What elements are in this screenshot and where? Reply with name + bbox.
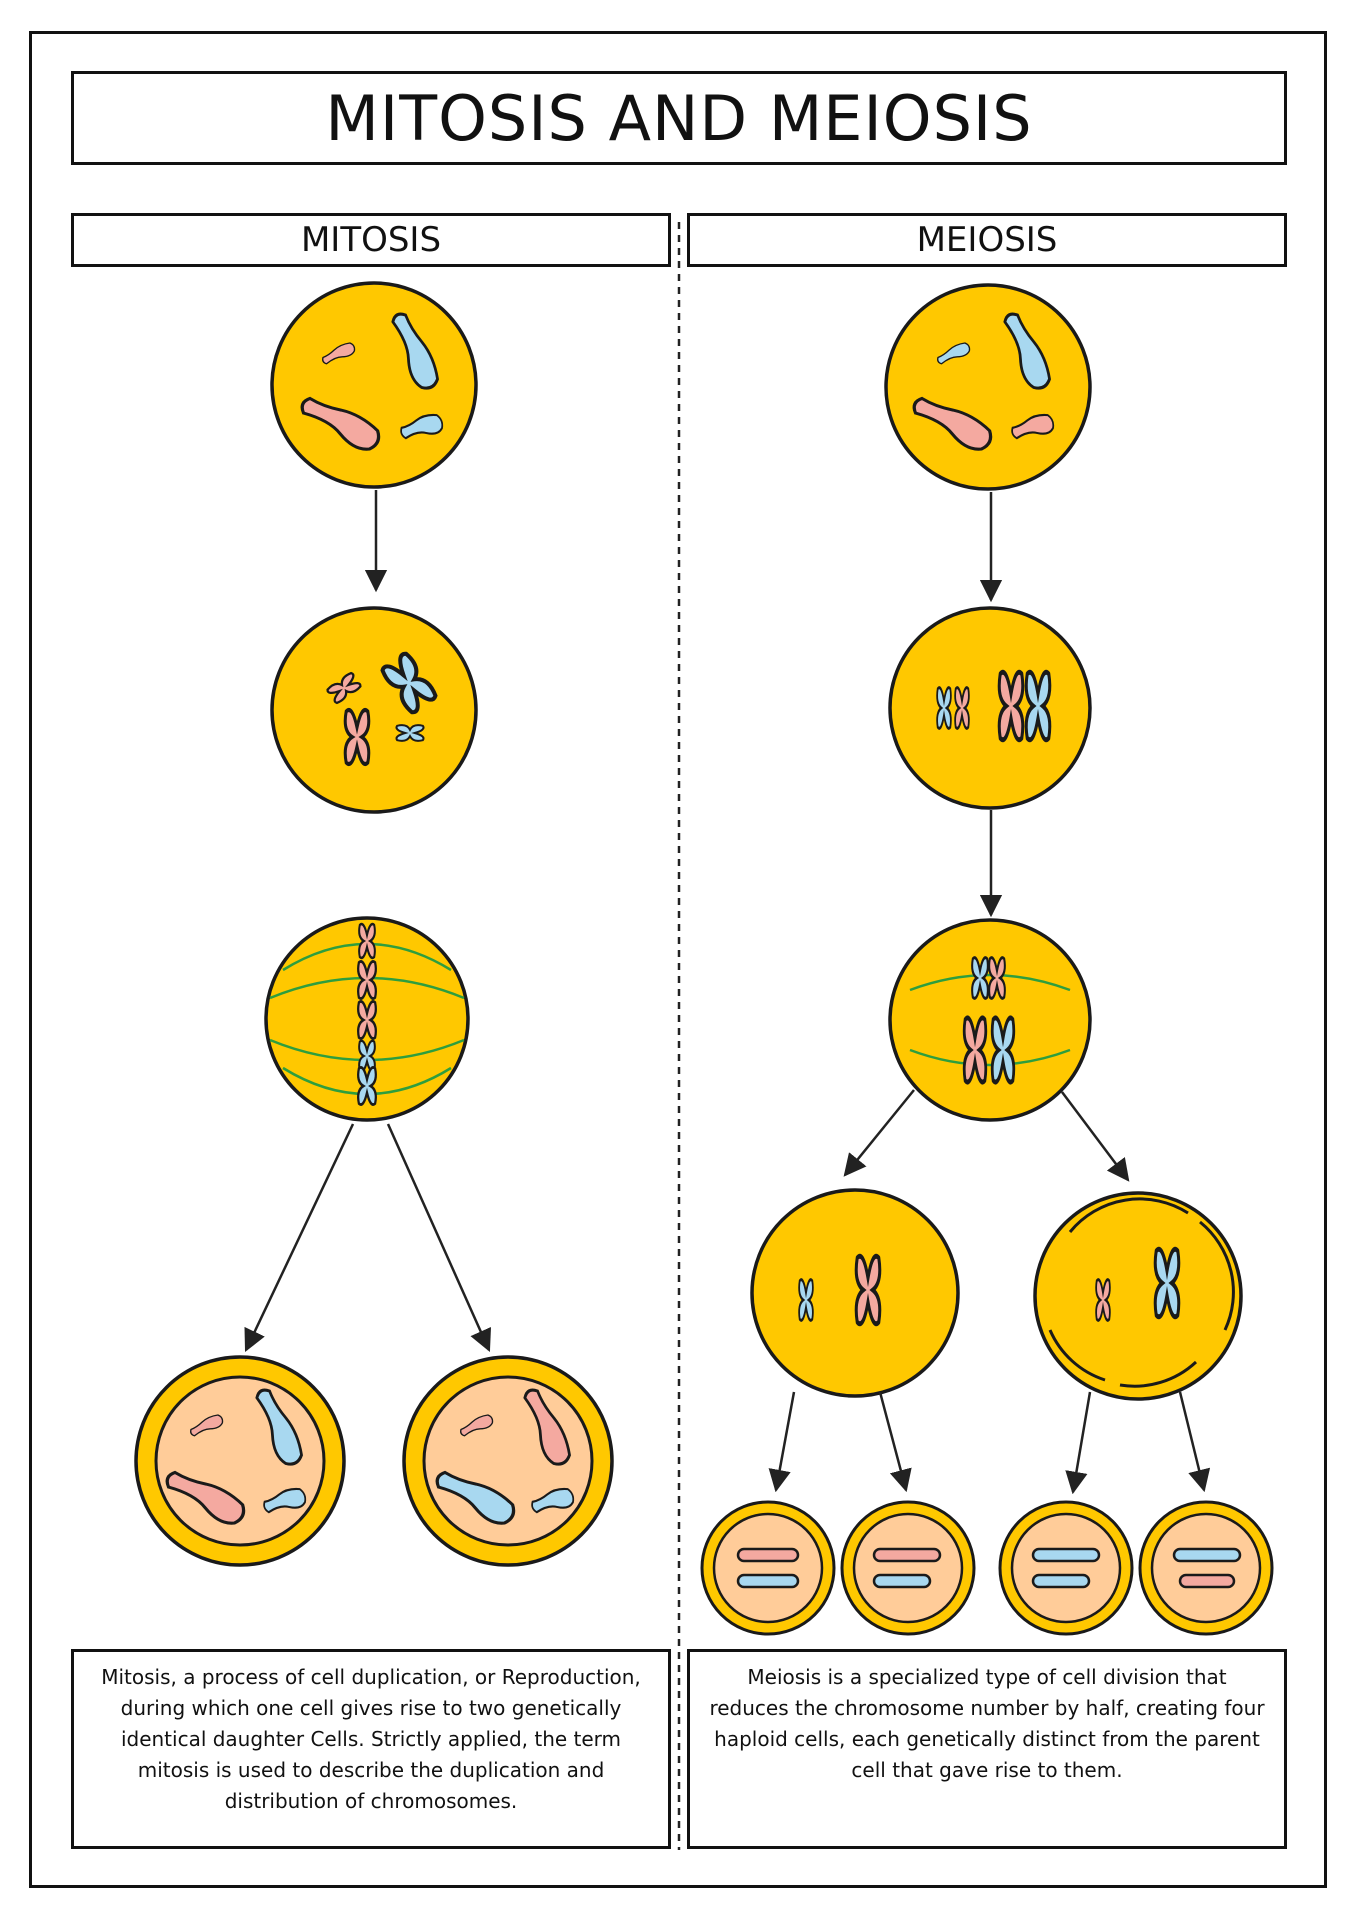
- mitosis-heading: MITOSIS: [71, 213, 671, 267]
- meiosis-secondary-cell-2: [1033, 1191, 1243, 1401]
- page-title: MITOSIS AND MEIOSIS: [71, 71, 1287, 165]
- meiosis-prophase-cell: [888, 606, 1092, 810]
- meiosis-metaphase-cell: [888, 918, 1092, 1122]
- mitosis-prophase-cell: [270, 606, 478, 814]
- mitosis-metaphase-cell: [264, 916, 470, 1122]
- meiosis-haploid-cell-4: [1138, 1500, 1274, 1636]
- meiosis-haploid-cell-1: [700, 1500, 836, 1636]
- meiosis-parent-cell: [884, 283, 1092, 491]
- page-frame: [29, 31, 1327, 1888]
- meiosis-haploid-cell-3: [998, 1500, 1134, 1636]
- mitosis-daughter-cell-1: [134, 1355, 346, 1567]
- mitosis-description: Mitosis, a process of cell duplication, …: [71, 1649, 671, 1849]
- meiosis-haploid-cell-2: [840, 1500, 976, 1636]
- mitosis-parent-cell: [270, 281, 478, 489]
- meiosis-secondary-cell-1: [750, 1188, 960, 1398]
- meiosis-heading: MEIOSIS: [687, 213, 1287, 267]
- meiosis-description: Meiosis is a specialized type of cell di…: [687, 1649, 1287, 1849]
- mitosis-daughter-cell-2: [402, 1355, 614, 1567]
